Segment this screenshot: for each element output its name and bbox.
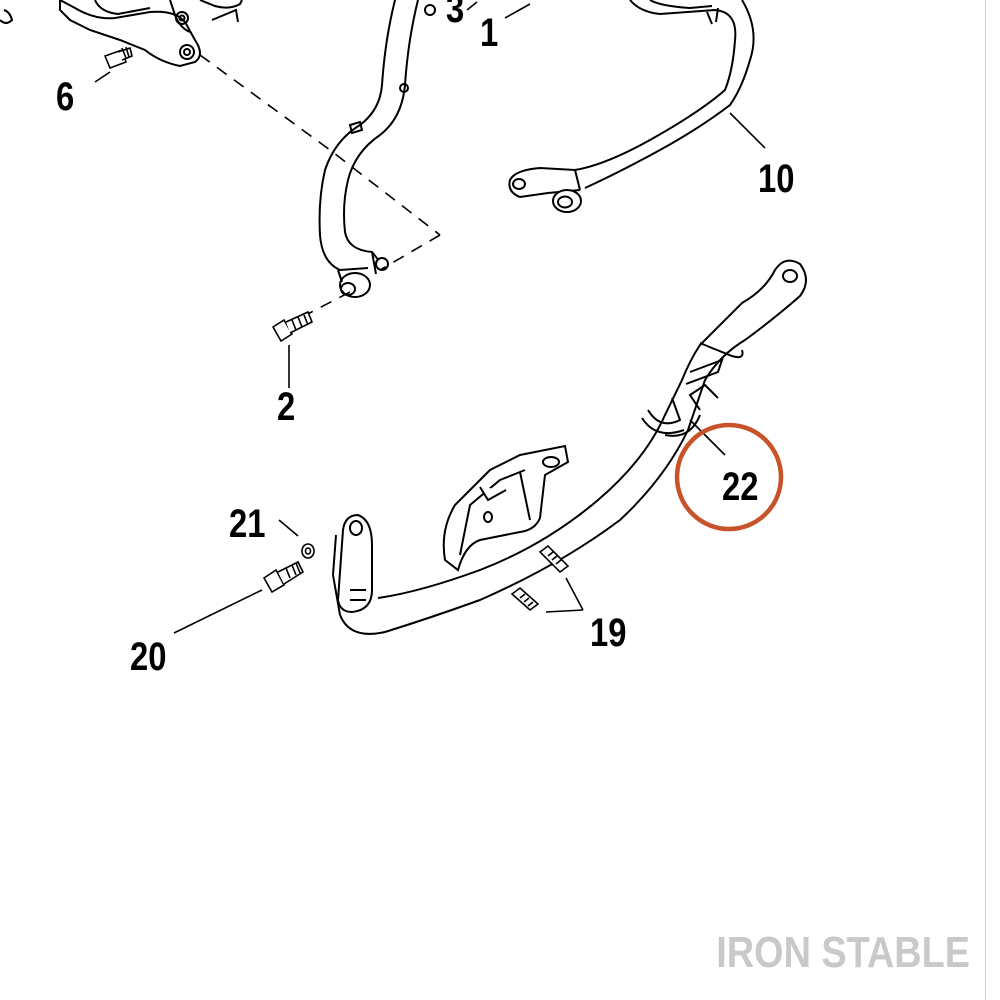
frame-casting — [0, 0, 243, 68]
callout-3: 3 — [446, 0, 464, 31]
bolt-20 — [262, 560, 305, 594]
callout-19: 19 — [590, 610, 626, 655]
callout-20: 20 — [130, 634, 166, 679]
bolt-2 — [271, 310, 314, 343]
callout-21: 21 — [229, 501, 265, 546]
upper-tube — [318, 0, 436, 298]
lower-guard-22 — [331, 259, 807, 635]
bolt-6 — [103, 46, 133, 70]
callout-labels: 1 3 6 10 2 22 21 20 19 — [56, 0, 794, 679]
bolts-19 — [510, 544, 570, 612]
callout-6: 6 — [56, 74, 74, 119]
highlight-circle — [674, 422, 784, 532]
washer-21 — [301, 543, 315, 559]
callout-22: 22 — [722, 464, 758, 509]
page-edge — [985, 0, 1000, 1000]
callout-leaders — [94, 1, 766, 634]
guard-bracket — [442, 444, 570, 572]
guard-arm-10 — [508, 0, 755, 213]
watermark: IRON STABLE — [716, 928, 970, 977]
callout-10: 10 — [758, 156, 794, 201]
callout-2: 2 — [277, 384, 295, 429]
callout-1: 1 — [480, 10, 498, 55]
